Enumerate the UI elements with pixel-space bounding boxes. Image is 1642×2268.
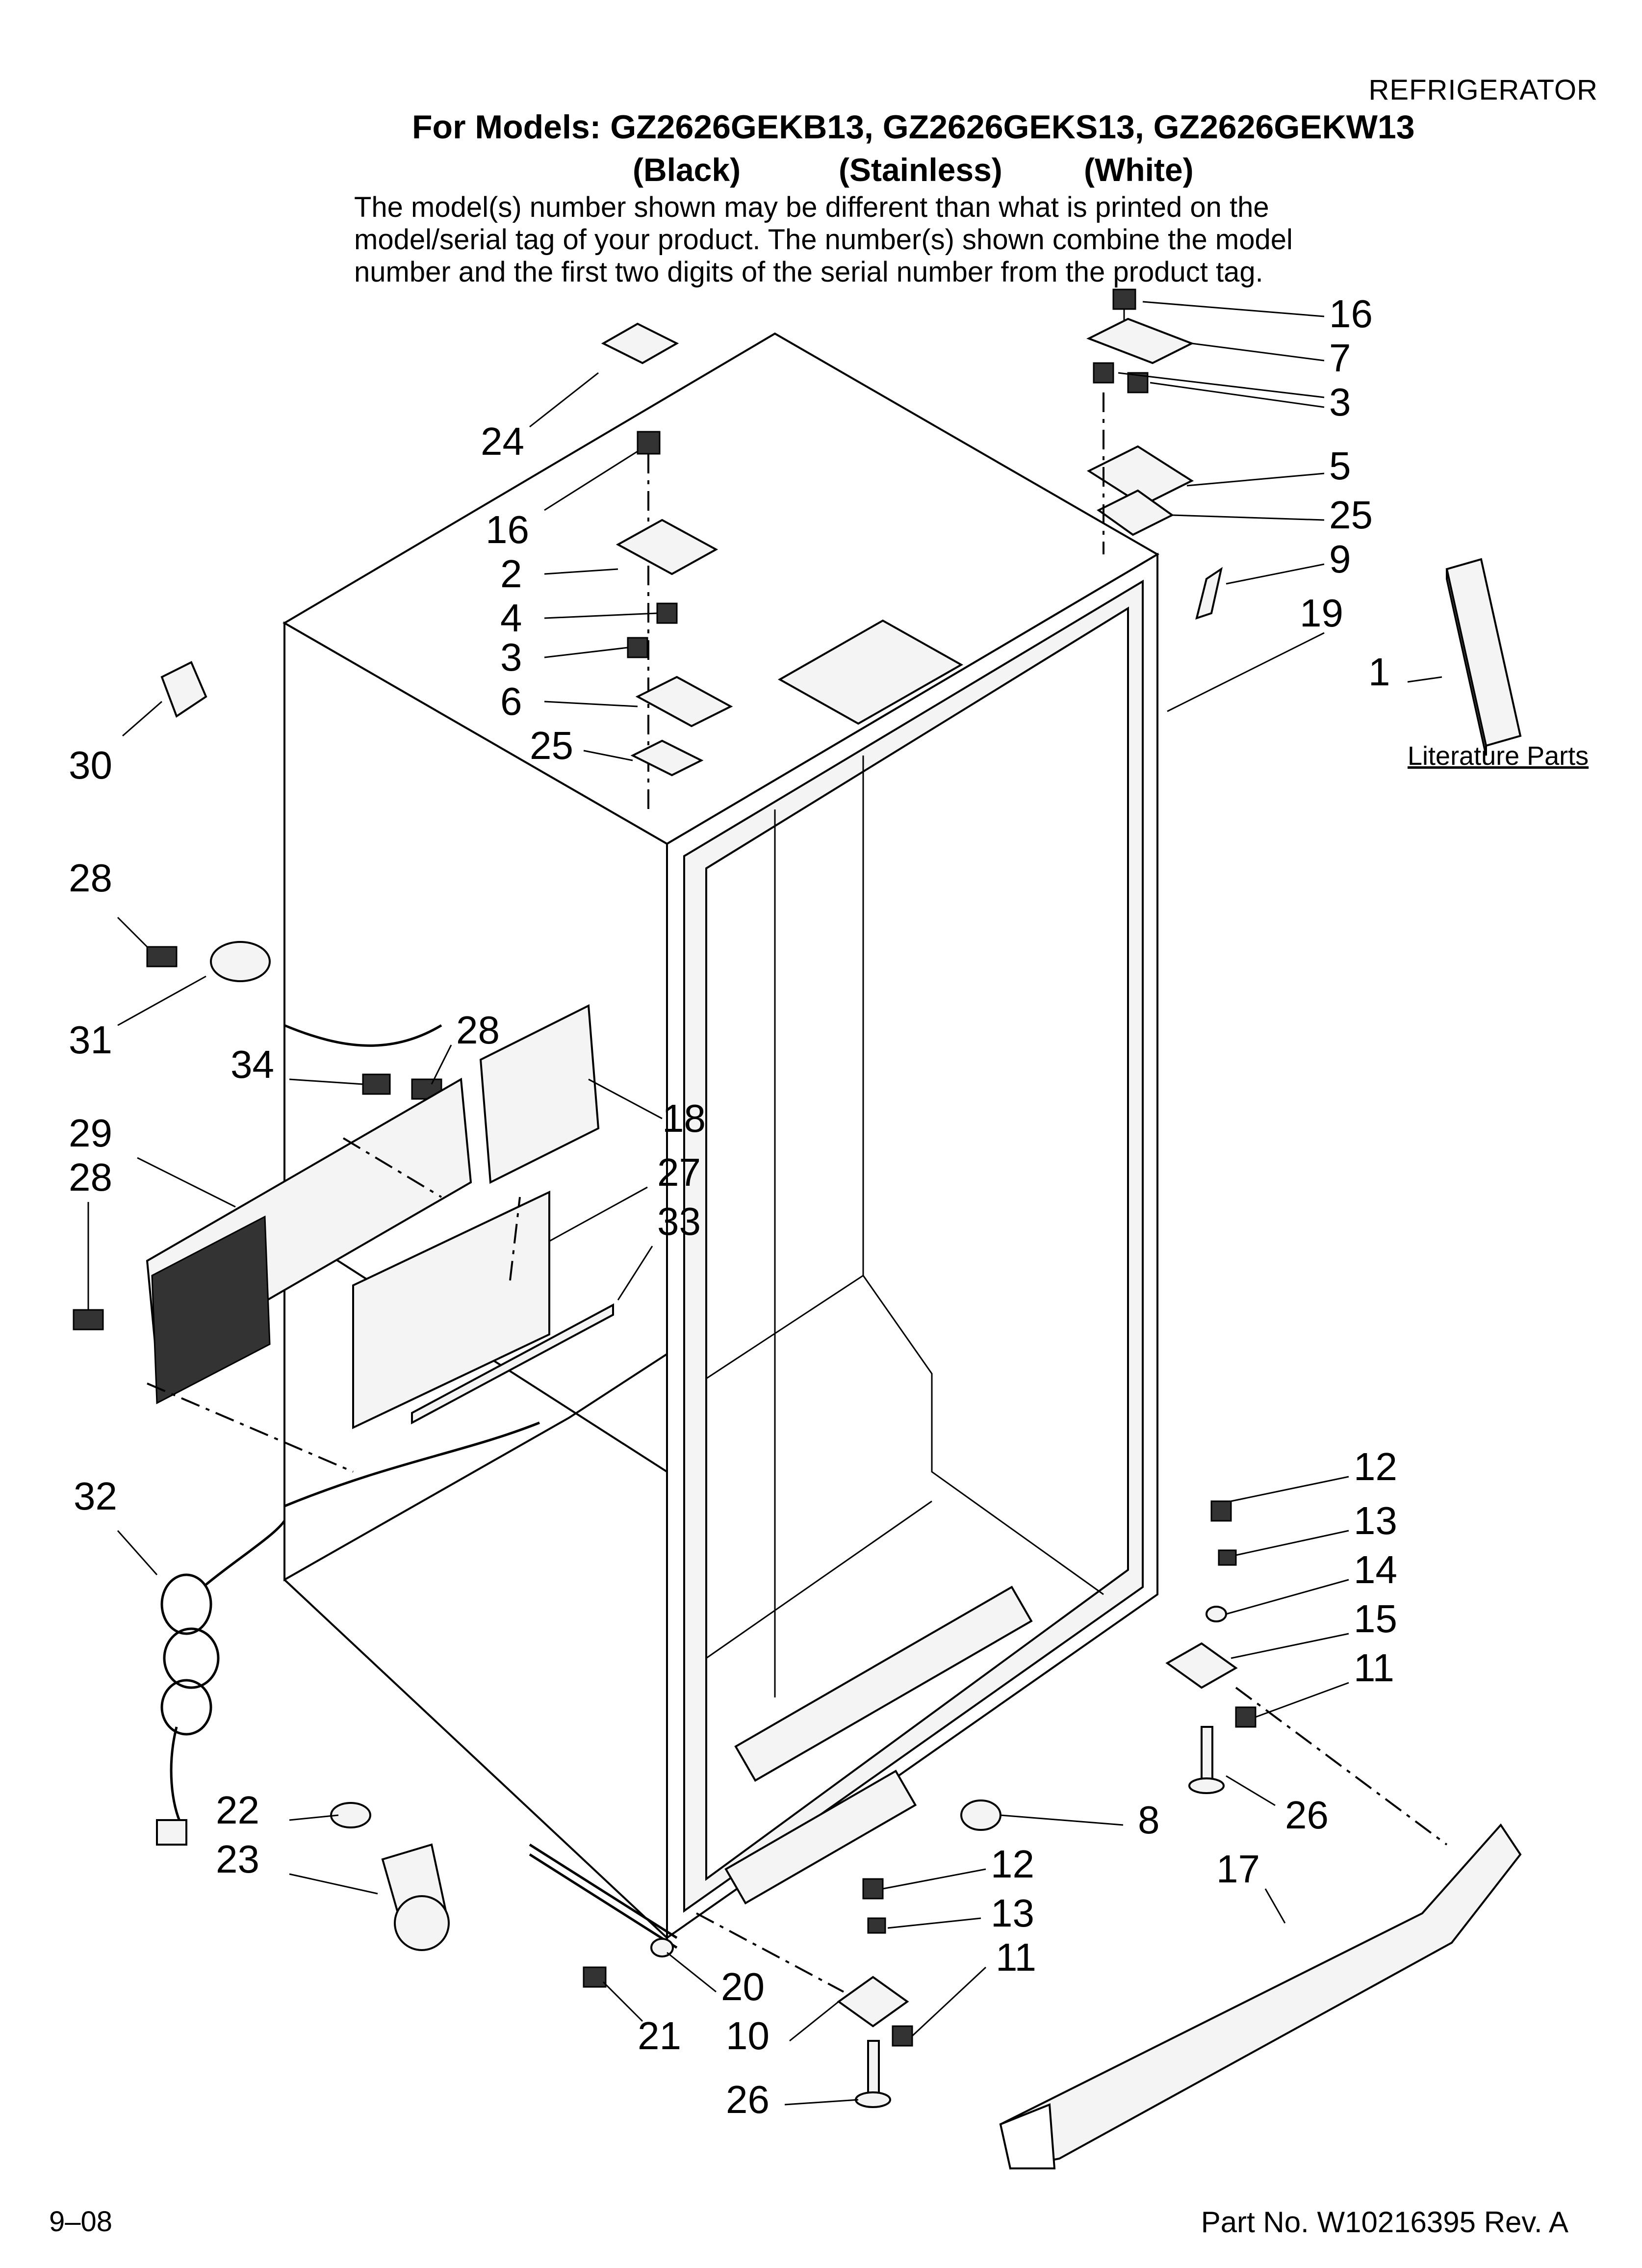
callout-27: 27	[657, 1150, 701, 1194]
callout-13: 13	[1354, 1499, 1397, 1542]
callout-28: 28	[69, 856, 112, 900]
callout-9: 9	[1329, 537, 1351, 581]
callout-32: 32	[74, 1474, 117, 1518]
lower-parts	[330, 1500, 1522, 2170]
literature-parts-label: Literature Parts	[1408, 741, 1589, 771]
callout-26: 26	[1285, 1793, 1329, 1837]
callout-2: 2	[500, 552, 522, 596]
upper-right-hinge-parts	[1086, 288, 1223, 620]
callout-17: 17	[1216, 1847, 1260, 1891]
callout-10: 10	[726, 2014, 770, 2058]
footer-date: 9–08	[49, 2206, 113, 2238]
note-line: The model(s) number shown may be differe…	[354, 191, 1269, 223]
callout-15: 15	[1354, 1597, 1397, 1641]
callout-16: 16	[1329, 292, 1373, 336]
callout-11: 11	[996, 1935, 1037, 1979]
power-cord	[156, 1520, 286, 1846]
callout-22: 22	[216, 1788, 259, 1832]
cabinet-body	[282, 332, 1159, 1940]
callout-31: 31	[69, 1018, 112, 1062]
callout-30: 30	[69, 743, 112, 787]
literature-booklet	[1445, 558, 1522, 756]
finish-white: (White)	[1084, 152, 1194, 188]
models-heading: For Models: GZ2626GEKB13, GZ2626GEKS13, …	[412, 108, 1415, 146]
note-line: model/serial tag of your product. The nu…	[354, 224, 1293, 256]
callout-7: 7	[1329, 336, 1351, 380]
callout-14: 14	[1354, 1548, 1397, 1591]
callout-18: 18	[662, 1096, 706, 1140]
callout-24: 24	[481, 419, 524, 463]
callout-16: 16	[486, 508, 529, 551]
model-note: The model(s) number shown may be differe…	[354, 191, 1335, 288]
footer-part-number: Part No. W10216395 Rev. A	[1201, 2206, 1568, 2239]
callout-12: 12	[991, 1842, 1034, 1886]
callout-13: 13	[991, 1891, 1034, 1935]
callout-3: 3	[500, 635, 522, 679]
callout-25: 25	[530, 724, 573, 767]
callout-28: 28	[69, 1155, 112, 1199]
callout-12: 12	[1354, 1445, 1397, 1488]
callout-25: 25	[1329, 493, 1373, 537]
callout-33: 33	[657, 1199, 701, 1243]
callout-20: 20	[721, 1965, 765, 2008]
callout-19: 19	[1300, 591, 1343, 635]
callout-8: 8	[1138, 1798, 1160, 1842]
note-line: number and the first two digits of the s…	[354, 256, 1263, 288]
callout-1: 1	[1368, 650, 1390, 694]
callout-5: 5	[1329, 444, 1351, 488]
callout-21: 21	[638, 2014, 681, 2058]
finish-black: (Black)	[633, 152, 741, 188]
section-title: REFRIGERATOR	[1368, 74, 1598, 106]
callout-3: 3	[1329, 380, 1351, 424]
callout-6: 6	[500, 679, 522, 723]
leader-lines	[87, 301, 1442, 2106]
left-loose-parts	[73, 661, 614, 1473]
callout-28: 28	[456, 1008, 500, 1052]
callout-26: 26	[726, 2078, 770, 2121]
callout-34: 34	[231, 1043, 274, 1086]
callout-11: 11	[1354, 1646, 1395, 1690]
finish-stainless: (Stainless)	[839, 152, 1002, 188]
callout-23: 23	[216, 1837, 259, 1881]
callout-4: 4	[500, 596, 522, 640]
callout-29: 29	[69, 1111, 112, 1155]
upper-left-hinge-parts	[601, 322, 733, 814]
